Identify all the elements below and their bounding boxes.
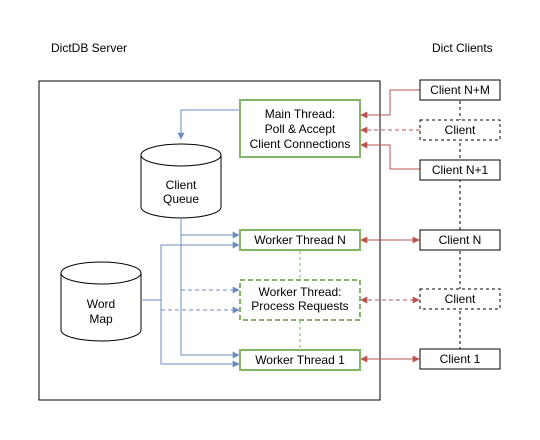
map-to-workerN-arrow [141, 241, 240, 301]
main-thread-line3: Client Connections [250, 137, 351, 151]
worker-thread-1-label: Worker Thread 1 [255, 353, 345, 367]
client-links [360, 89, 420, 363]
client-1-box: Client 1 [419, 348, 501, 370]
client-queue-label-line1: Client [166, 178, 197, 192]
client-queue-store: Client Queue [140, 143, 222, 219]
queue-to-worker1-arrow [180, 218, 240, 359]
server-title: DictDB Server [51, 41, 127, 55]
worker-thread-generic-box: Worker Thread: Process Requests [239, 279, 361, 321]
client-queue-label-line2: Queue [163, 192, 199, 206]
client-nm-label: Client N+M [430, 83, 490, 97]
map-to-worker1-arrow [160, 300, 240, 368]
client-n-label: Client N [439, 233, 482, 247]
client-n1-to-main-arrow [360, 141, 420, 170]
main-to-queue-arrow [177, 109, 240, 140]
client-nm-box: Client N+M [419, 79, 501, 101]
client-nm-to-main-arrow [360, 89, 420, 119]
main-thread-line2: Poll & Accept [265, 122, 336, 136]
client-1-label: Client 1 [440, 352, 481, 366]
worker-thread-n-box: Worker Thread N [239, 229, 361, 251]
main-thread-line1: Main Thread: [265, 107, 335, 121]
word-map-label-line1: Word [87, 297, 115, 311]
main-thread-box: Main Thread: Poll & Accept Client Connec… [239, 99, 361, 158]
client-generic-mid-label: Client [445, 292, 476, 306]
client-generic-top-box: Client [419, 119, 501, 141]
worker-thread-n-label: Worker Thread N [254, 233, 346, 247]
worker-thread-generic-line2: Process Requests [251, 299, 348, 313]
client-n1-box: Client N+1 [419, 159, 501, 181]
client-n-box: Client N [419, 229, 501, 251]
worker-thread-generic-line1: Worker Thread: [259, 285, 342, 299]
client-generic-top-label: Client [445, 123, 476, 137]
word-map-label-line2: Map [89, 312, 113, 326]
store-links [141, 109, 240, 368]
client-n1-label: Client N+1 [432, 163, 489, 177]
word-map-store: Word Map [60, 261, 142, 342]
worker-thread-1-box: Worker Thread 1 [239, 349, 361, 371]
client-generic-mid-box: Client [419, 288, 501, 310]
clients-title: Dict Clients [432, 41, 493, 55]
